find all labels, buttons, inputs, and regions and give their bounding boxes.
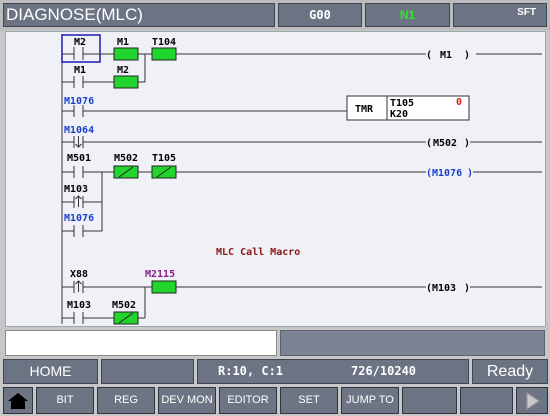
contact-active[interactable]: [113, 75, 139, 89]
rung-5[interactable]: X88 M2115 ( M103 ) M103 M502: [62, 269, 542, 325]
softkey-dev-mon[interactable]: DEV MON: [158, 387, 216, 414]
contact-active[interactable]: [151, 280, 177, 294]
sft-indicator: SFT: [453, 3, 547, 27]
ladder-canvas: M2 M1 T104 ( M1 ) M1 M2: [61, 34, 542, 325]
timer-marker: 0: [456, 97, 462, 108]
contact-label: M2: [74, 37, 86, 48]
step-count: 726/10240: [351, 364, 417, 378]
header-bar: DIAGNOSE(MLC) G00 N1 SFT: [0, 0, 550, 30]
softkey-empty-1[interactable]: [402, 387, 457, 414]
contact-label: M2115: [145, 269, 175, 280]
contact-label: M1: [74, 65, 86, 76]
contact-label: M502: [114, 153, 138, 164]
contact-active[interactable]: [151, 47, 177, 61]
contact-active[interactable]: [113, 47, 139, 61]
rung-3[interactable]: M1064 ( M502 ): [62, 125, 542, 149]
softkey-set[interactable]: SET: [280, 387, 338, 414]
contact-label: M1076: [64, 213, 94, 224]
screen-title: DIAGNOSE(MLC): [3, 3, 275, 27]
softkey-bar: BIT REG DEV MON EDITOR SET JUMP TO: [0, 387, 550, 416]
rising-edge-icon: [75, 280, 82, 292]
ladder-diagram[interactable]: M2 M1 T104 ( M1 ) M1 M2: [5, 31, 546, 327]
output-coil-label: M1: [440, 50, 452, 61]
rising-edge-icon: [75, 195, 82, 207]
home-icon: [8, 393, 28, 409]
command-input[interactable]: [5, 330, 277, 356]
rung-1[interactable]: M2 M1 T104 ( M1 ): [61, 34, 542, 63]
softkey-jump-to[interactable]: JUMP TO: [341, 387, 399, 414]
status-bar: HOME R:10, C:1 726/10240 Ready: [0, 359, 550, 385]
timer-preset: K20: [390, 109, 408, 120]
contact-label: T105: [152, 153, 176, 164]
timer-label: TMR: [355, 104, 374, 115]
svg-text:): ): [467, 168, 473, 179]
softkey-reg[interactable]: REG: [97, 387, 155, 414]
output-coil-label: M103: [432, 283, 456, 294]
message-area: [280, 330, 545, 356]
svg-text:(: (: [426, 138, 432, 149]
contact-label: X88: [70, 269, 88, 280]
play-arrow-icon: [526, 392, 540, 410]
contact-label: M1064: [64, 125, 94, 136]
contact-label: M103: [67, 300, 91, 311]
home-key[interactable]: [3, 387, 33, 414]
timer-param-box[interactable]: [386, 95, 470, 121]
falling-edge-icon: [75, 136, 82, 148]
output-coil-label: M502: [433, 138, 457, 149]
contact-label: M2: [117, 65, 129, 76]
mode-indicator: N1: [365, 3, 450, 27]
cursor-highlight: [61, 34, 101, 63]
rung-comment: MLC Call Macro: [216, 247, 300, 258]
softkey-empty-2[interactable]: [460, 387, 513, 414]
timer-box[interactable]: [346, 95, 388, 121]
contact-label: M1: [117, 37, 129, 48]
svg-text:): ): [464, 50, 470, 61]
next-page-key[interactable]: [516, 387, 548, 414]
softkey-bit[interactable]: BIT: [36, 387, 94, 414]
contact-label: M1076: [64, 96, 94, 107]
rung-4[interactable]: M501 M502 T105 ( M1076 ) M103 M1076: [62, 153, 542, 237]
rung-2[interactable]: M1076 TMR T105 K20 0: [62, 95, 470, 121]
contact-label: T104: [152, 37, 176, 48]
contact-label: M502: [112, 300, 136, 311]
contact-label: M103: [64, 184, 88, 195]
output-coil-label: M1076: [432, 168, 462, 179]
home-status[interactable]: HOME: [3, 359, 98, 384]
svg-text:(: (: [426, 168, 432, 179]
position-status: R:10, C:1 726/10240: [197, 359, 469, 384]
svg-text:): ): [464, 283, 470, 294]
rung-1-branch[interactable]: M1 M2: [62, 54, 146, 89]
svg-text:): ): [464, 138, 470, 149]
softkey-editor[interactable]: EDITOR: [219, 387, 277, 414]
row-col-readout: R:10, C:1: [218, 364, 284, 378]
ready-status: Ready: [472, 359, 548, 384]
svg-text:(: (: [426, 283, 432, 294]
input-row: [0, 330, 550, 358]
timer-id: T105: [390, 98, 414, 109]
status-blank: [101, 359, 194, 384]
gcode-indicator: G00: [278, 3, 362, 27]
output-coil[interactable]: (: [426, 50, 432, 61]
contact-label: M501: [67, 153, 91, 164]
